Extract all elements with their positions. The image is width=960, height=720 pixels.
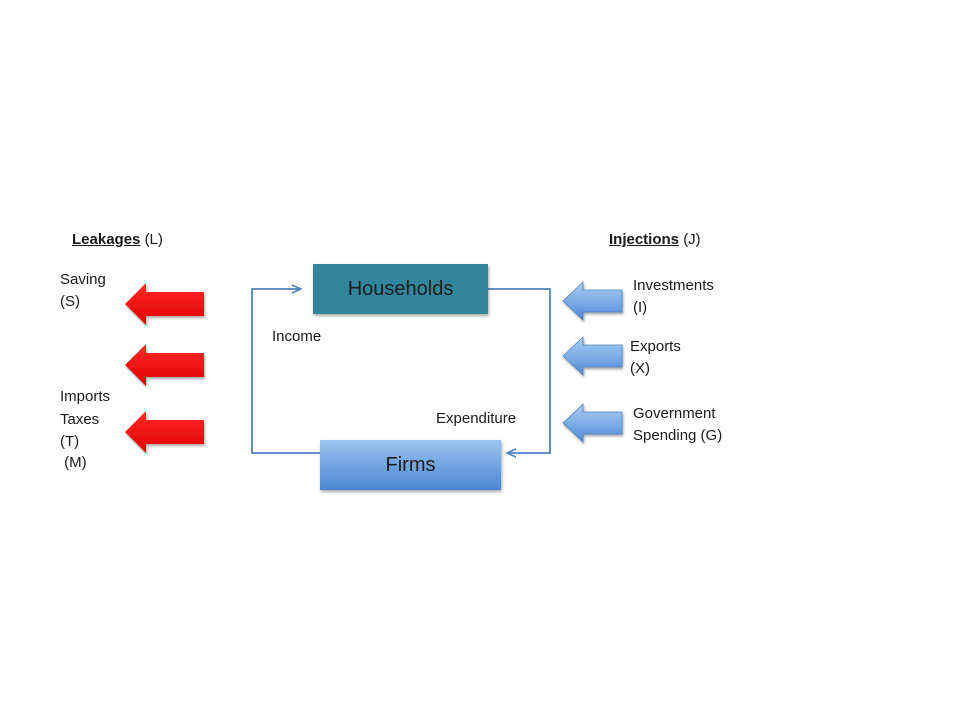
expenditure-label: Expenditure: [436, 410, 517, 427]
leakages-title: Leakages: [72, 231, 141, 248]
injection-label-investments: Investments (I): [633, 275, 714, 319]
injection-label-line: (I): [633, 299, 648, 316]
injection-label-line: Spending (G): [633, 427, 723, 444]
leakages-heading: Leakages (L): [72, 230, 163, 250]
leakage-label-line: Imports: [60, 388, 111, 405]
households-label: Households: [347, 277, 454, 300]
leakage-label-imports: Imports (M): [60, 342, 110, 496]
leakage-label-line: Taxes: [60, 411, 100, 428]
firms-label: Firms: [385, 453, 436, 476]
injections-heading: Injections (J): [609, 230, 701, 250]
injection-label-government-spending: Government Spending (G): [633, 403, 722, 447]
leakage-label-taxes: Taxes (T): [60, 409, 99, 453]
government-spending-injection-arrow: [562, 403, 623, 443]
injection-label-line: (X): [630, 360, 650, 377]
saving-leakage-arrow: [125, 283, 204, 325]
income-label: Income: [272, 328, 322, 345]
leakage-label-line: (S): [60, 293, 80, 310]
expenditure-flow-line: [488, 288, 551, 453]
injections-title: Injections: [609, 231, 680, 248]
leakage-label-line: Saving: [60, 271, 106, 288]
injection-label-line: Government: [633, 405, 716, 422]
injection-label-exports: Exports (X): [630, 336, 681, 380]
injection-label-line: Investments: [633, 277, 714, 294]
households-box: Households: [313, 264, 488, 314]
injection-label-line: Exports: [630, 338, 681, 355]
leakage-label-line: (M): [60, 454, 87, 471]
investments-injection-arrow: [562, 281, 623, 321]
income-flow-line: [251, 289, 320, 454]
firms-box: Firms: [320, 440, 501, 490]
leakage-label-saving: Saving (S): [60, 269, 106, 313]
leakage-label-line: (T): [60, 433, 80, 450]
taxes-leakage-arrow: [125, 411, 204, 453]
injections-abbr: (J): [683, 231, 701, 248]
exports-injection-arrow: [562, 336, 623, 376]
leakages-abbr: (L): [144, 231, 163, 248]
imports-leakage-arrow: [125, 344, 204, 386]
